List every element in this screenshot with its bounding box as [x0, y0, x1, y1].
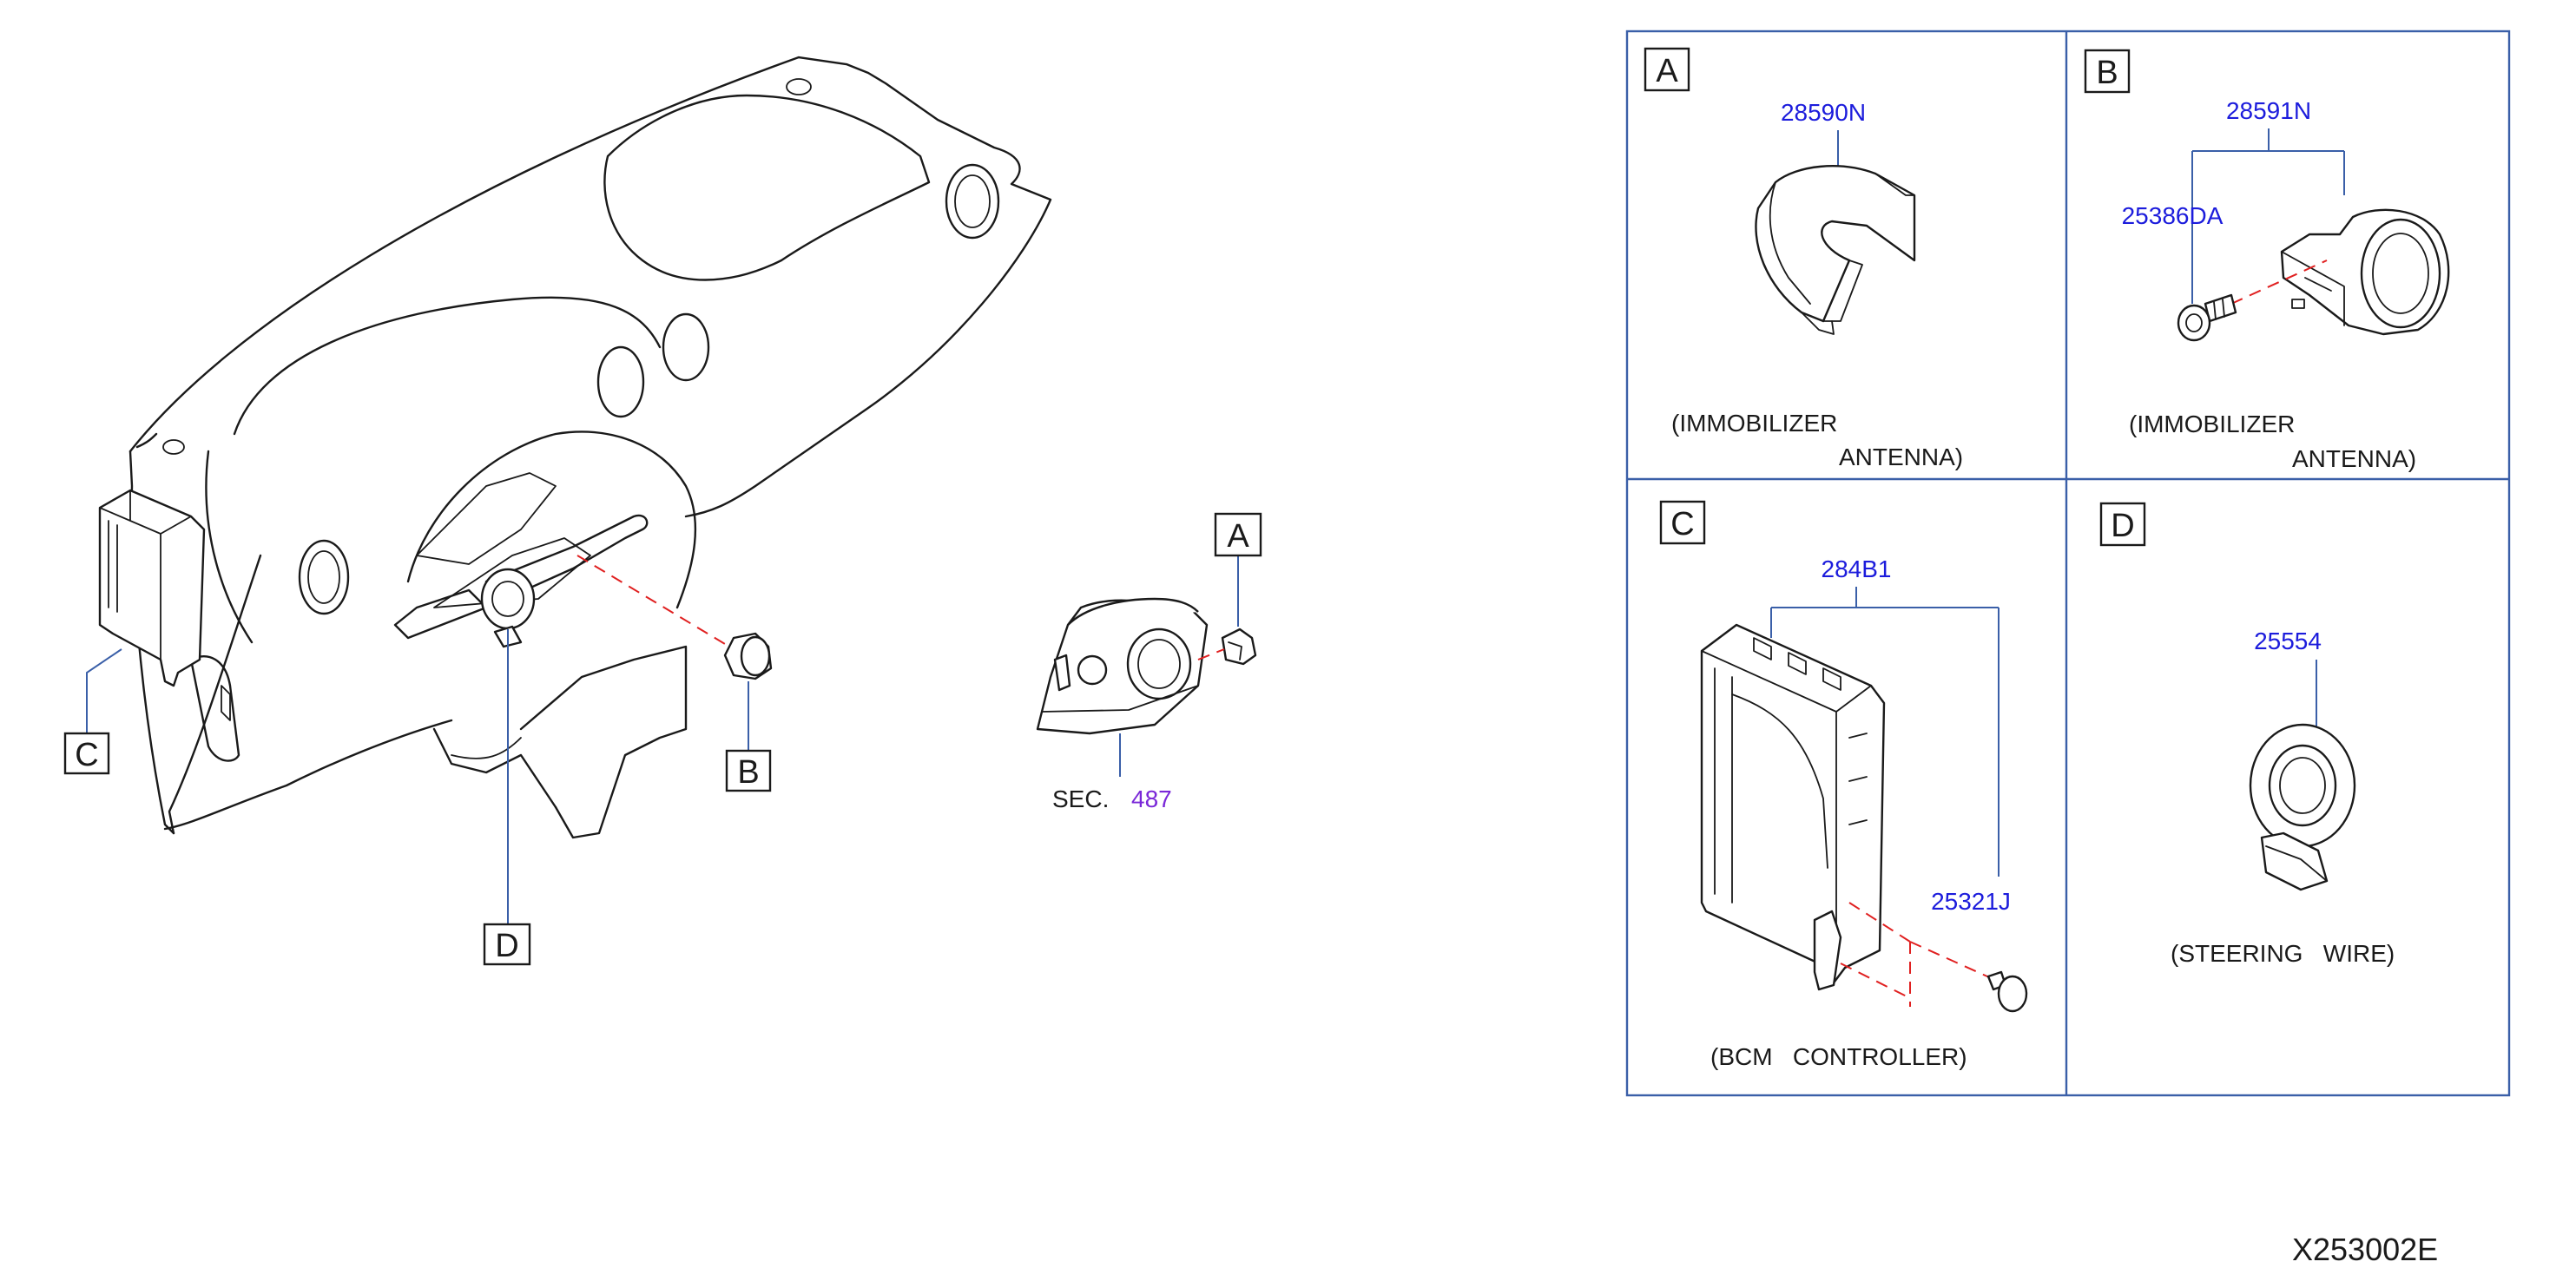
- bcm-controller-c-drawing: [1700, 623, 1886, 991]
- part-number-25386DA[interactable]: 25386DA: [2122, 202, 2224, 229]
- part-number-284B1[interactable]: 284B1: [1822, 555, 1892, 582]
- panel-c: C 284B1 25321J (BCM CONTROLLER): [1659, 500, 2028, 1070]
- panel-b-letter-box: [2084, 49, 2131, 94]
- callout-d-label: D: [495, 928, 518, 964]
- panel-a-caption-line1: (IMMOBILIZER: [1671, 410, 1837, 437]
- callout-b[interactable]: B: [725, 749, 772, 792]
- main-dashed-guide: [576, 555, 730, 647]
- steering-wire-drawing-main: [480, 568, 536, 648]
- part-number-25554[interactable]: 25554: [2254, 628, 2322, 654]
- panel-a: A 28590N (IMMOBILIZER ANTENNA): [1644, 47, 1963, 470]
- callout-c-label: C: [75, 737, 98, 773]
- callout-d[interactable]: D: [483, 923, 531, 966]
- figure-code: X253002E: [2292, 1232, 2438, 1267]
- panel-d-caption: (STEERING WIRE): [2171, 940, 2395, 967]
- screw-25321J-drawing: [1986, 970, 2028, 1013]
- detail-grid: [1625, 30, 2511, 1097]
- immobilizer-antenna-b-drawing: [2280, 208, 2450, 336]
- middle-dashed-guide: [1197, 648, 1225, 660]
- leader-c: [86, 648, 122, 733]
- bcm-controller-drawing-main: [98, 489, 206, 687]
- callout-a-label: A: [1227, 518, 1249, 555]
- part-number-25321J[interactable]: 25321J: [1931, 888, 2011, 915]
- callout-c[interactable]: C: [63, 732, 110, 775]
- panel-a-letter: A: [1656, 53, 1678, 89]
- steering-wire-d-drawing: [2249, 723, 2356, 891]
- immobilizer-antenna-drawing-main: [723, 632, 773, 680]
- antenna-ring-middle-drawing: [1221, 628, 1257, 666]
- panel-b-letter: B: [2096, 55, 2118, 91]
- panel-b: B 28591N 25386DA (IMMOBILIZER ANTENNA): [2084, 49, 2450, 472]
- steering-column-cover-drawing: [1036, 597, 1209, 735]
- panel-c-bracket-leader: [1770, 587, 2000, 877]
- panel-c-letter-box: [1659, 500, 1706, 545]
- panel-a-letter-box: [1644, 47, 1690, 92]
- callout-b-label: B: [737, 754, 759, 791]
- panel-b-bracket-leader: [2191, 128, 2345, 304]
- panel-a-caption-line2: ANTENNA): [1839, 444, 1963, 470]
- part-number-28590N[interactable]: 28590N: [1781, 99, 1866, 126]
- instrument-panel-drawing: [128, 56, 1052, 839]
- panel-d-letter: D: [2111, 508, 2134, 544]
- panel-b-caption-line2: ANTENNA): [2292, 445, 2416, 472]
- callout-a[interactable]: A: [1214, 512, 1262, 557]
- panel-c-caption: (BCM CONTROLLER): [1710, 1043, 1967, 1070]
- panel-d: D 25554 (STEERING WIRE): [2099, 502, 2395, 967]
- panel-b-dashed-guide: [2230, 260, 2328, 305]
- panel-d-letter-box: [2099, 502, 2146, 547]
- screw-25386DA-drawing: [2177, 293, 2237, 342]
- sec-prefix: SEC.: [1052, 785, 1109, 812]
- part-number-28591N[interactable]: 28591N: [2226, 97, 2311, 124]
- sec-number[interactable]: 487: [1131, 785, 1172, 812]
- panel-c-letter: C: [1670, 506, 1694, 542]
- panel-b-caption-line1: (IMMOBILIZER: [2129, 411, 2295, 437]
- section-reference[interactable]: SEC. 487: [1052, 785, 1172, 812]
- immobilizer-antenna-a-drawing: [1755, 165, 1916, 335]
